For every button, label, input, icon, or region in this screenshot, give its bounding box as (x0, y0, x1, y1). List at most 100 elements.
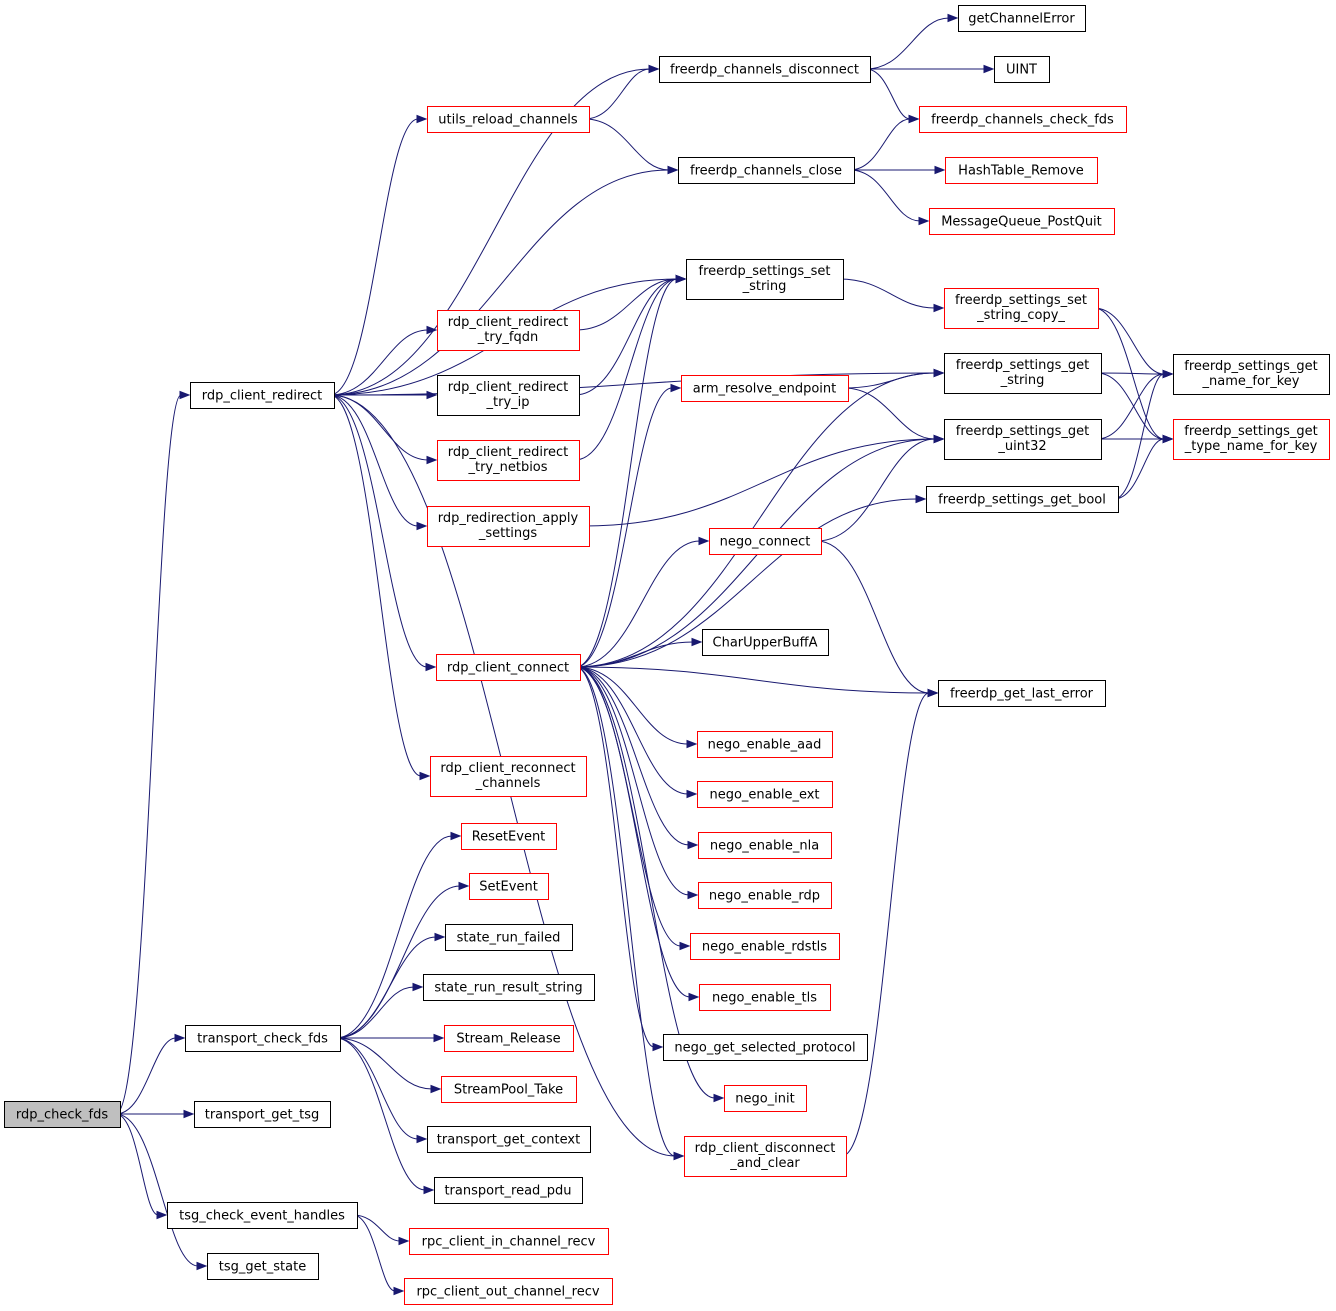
node-label: nego_enable_nla (710, 839, 819, 854)
node-label: nego_enable_rdstls (702, 940, 827, 955)
node-nego-enable-tls[interactable]: nego_enable_tls (699, 984, 831, 1011)
node-freerdp-settings-get-name-for-key[interactable]: freerdp_settings_get_name_for_key (1173, 354, 1330, 395)
node-rdp-redirection-apply-settings[interactable]: rdp_redirection_apply_settings (427, 506, 590, 547)
node-rdp-client-connect[interactable]: rdp_client_connect (436, 654, 581, 681)
node-state-run-failed[interactable]: state_run_failed (445, 924, 573, 951)
node-rdp-client-redirect[interactable]: rdp_client_redirect (190, 382, 335, 409)
node-label: getChannelError (968, 12, 1075, 27)
node-label: nego_init (735, 1092, 795, 1107)
node-freerdp-channels-close[interactable]: freerdp_channels_close (678, 157, 855, 184)
node-tsg-get-state[interactable]: tsg_get_state (207, 1253, 319, 1280)
node-nego-connect[interactable]: nego_connect (709, 528, 822, 555)
node-freerdp-settings-get-string[interactable]: freerdp_settings_get_string (944, 353, 1102, 394)
node-freerdp-channels-disconnect[interactable]: freerdp_channels_disconnect (659, 56, 871, 83)
call-edge-rdp-client-redirect-to-rdp-client-redirect-try-ip (329, 390, 438, 400)
call-edge-rdp-client-connect-to-nego-enable-nla (575, 666, 699, 850)
call-edge-rdp-client-connect-to-nego-enable-tls (575, 666, 700, 1002)
node-rpc-client-in-channel-recv[interactable]: rpc_client_in_channel_recv (409, 1228, 609, 1255)
call-edge-rdp-client-connect-to-freerdp-settings-get-bool (575, 494, 927, 668)
node-transport-get-tsg[interactable]: transport_get_tsg (194, 1101, 331, 1128)
call-edge-transport-check-fds-to-set-event (335, 881, 470, 1039)
call-edge-rdp-client-connect-to-nego-enable-rdp (575, 666, 699, 900)
node-nego-enable-nla[interactable]: nego_enable_nla (698, 832, 832, 859)
node-rdp-client-redirect-try-fqdn[interactable]: rdp_client_redirect_try_fqdn (437, 310, 580, 351)
node-rdp-client-disconnect-and-clear[interactable]: rdp_client_disconnect_and_clear (684, 1136, 847, 1177)
node-label: nego_enable_rdp (709, 889, 820, 904)
node-freerdp-channels-check-fds[interactable]: freerdp_channels_check_fds (919, 106, 1127, 133)
node-uint[interactable]: UINT (994, 56, 1050, 83)
node-transport-check-fds[interactable]: transport_check_fds (185, 1025, 341, 1052)
call-edge-rdp-client-redirect-to-rdp-client-redirect-try-fqdn (329, 325, 438, 396)
node-freerdp-settings-set-string-copy[interactable]: freerdp_settings_set_string_copy_ (944, 288, 1099, 329)
node-transport-read-pdu[interactable]: transport_read_pdu (434, 1177, 583, 1204)
node-nego-enable-rdstls[interactable]: nego_enable_rdstls (690, 933, 840, 960)
node-label: freerdp_get_last_error (950, 687, 1094, 702)
node-rdp-check-fds[interactable]: rdp_check_fds (4, 1101, 121, 1128)
call-edge-rdp-client-redirect-to-rdp-client-connect (329, 394, 437, 672)
call-edge-rdp-client-connect-to-nego-enable-aad (575, 666, 698, 749)
node-label-line-2: _uint32 (997, 439, 1046, 454)
node-freerdp-settings-get-uint32[interactable]: freerdp_settings_get_uint32 (944, 419, 1102, 460)
call-edge-rdp-client-connect-to-nego-enable-ext (575, 666, 698, 799)
node-rdp-client-redirect-try-netbios[interactable]: rdp_client_redirect_try_netbios (437, 440, 580, 481)
node-arm-resolve-endpoint[interactable]: arm_resolve_endpoint (681, 375, 849, 402)
node-label: CharUpperBuffA (713, 636, 818, 651)
node-label-line-1: rdp_client_disconnect (695, 1141, 836, 1156)
node-nego-enable-ext[interactable]: nego_enable_ext (697, 781, 833, 808)
node-label-line-1: freerdp_settings_get (1184, 359, 1317, 374)
node-nego-enable-rdp[interactable]: nego_enable_rdp (698, 882, 832, 909)
call-edge-utils-reload-channels-to-freerdp-channels-disconnect (584, 64, 660, 120)
call-edge-arm-resolve-endpoint-to-freerdp-settings-get-string (843, 368, 945, 389)
node-label-line-1: rdp_client_reconnect (440, 761, 575, 776)
node-state-run-result-string[interactable]: state_run_result_string (423, 974, 595, 1001)
node-label: tsg_get_state (219, 1260, 306, 1275)
node-tsg-check-event-handles[interactable]: tsg_check_event_handles (167, 1202, 358, 1229)
call-edge-utils-reload-channels-to-freerdp-channels-close (584, 118, 679, 175)
node-label: SetEvent (479, 880, 538, 895)
node-freerdp-settings-set-string[interactable]: freerdp_settings_set_string (686, 259, 844, 300)
node-label-line-1: rdp_client_redirect (448, 315, 569, 330)
node-rdp-client-reconnect-channels[interactable]: rdp_client_reconnect_channels (430, 756, 587, 797)
call-edge-transport-check-fds-to-stream-release (336, 1033, 445, 1043)
node-label: StreamPool_Take (454, 1083, 563, 1098)
node-hash-table-remove[interactable]: HashTable_Remove (945, 157, 1098, 184)
node-stream-pool-take[interactable]: StreamPool_Take (441, 1076, 577, 1103)
node-transport-get-context[interactable]: transport_get_context (427, 1126, 591, 1153)
node-utils-reload-channels[interactable]: utils_reload_channels (427, 106, 590, 133)
node-nego-enable-aad[interactable]: nego_enable_aad (697, 731, 833, 758)
node-get-channel-error[interactable]: getChannelError (958, 5, 1086, 32)
node-stream-release[interactable]: Stream_Release (444, 1025, 574, 1052)
call-edge-freerdp-settings-set-string-copy-to-freerdp-settings-get-name-for-key (1093, 307, 1174, 379)
node-char-upper-buff-a[interactable]: CharUpperBuffA (702, 629, 829, 656)
call-edge-arm-resolve-endpoint-to-freerdp-settings-get-uint32 (843, 387, 945, 444)
call-edge-freerdp-channels-disconnect-to-uint (866, 64, 995, 74)
call-edge-rdp-client-redirect-to-freerdp-settings-get-string (329, 368, 945, 396)
call-edge-rdp-check-fds-to-tsg-check-event-handles (115, 1113, 168, 1220)
call-edge-rdp-client-connect-to-nego-init (575, 666, 725, 1103)
node-reset-event[interactable]: ResetEvent (461, 823, 557, 850)
node-freerdp-settings-get-bool[interactable]: freerdp_settings_get_bool (926, 486, 1119, 513)
node-label: tsg_check_event_handles (179, 1209, 345, 1224)
node-label-line-2: _try_ip (486, 395, 530, 410)
call-edge-transport-check-fds-to-reset-event (335, 831, 462, 1039)
node-label: nego_get_selected_protocol (674, 1041, 855, 1056)
node-set-event[interactable]: SetEvent (469, 873, 549, 900)
node-label-line-2: _string (1000, 373, 1045, 388)
call-edge-rdp-client-redirect-try-fqdn-to-freerdp-settings-set-string (574, 274, 687, 331)
node-message-queue-post-quit[interactable]: MessageQueue_PostQuit (929, 208, 1115, 235)
node-label: rdp_client_connect (447, 661, 569, 676)
node-freerdp-get-last-error[interactable]: freerdp_get_last_error (938, 680, 1106, 707)
node-label-line-2: _string_copy_ (976, 308, 1065, 323)
node-nego-init[interactable]: nego_init (724, 1085, 807, 1112)
node-label: nego_connect (720, 535, 811, 550)
call-edge-tsg-check-event-handles-to-rpc-client-in-channel-recv (352, 1214, 410, 1246)
node-nego-get-selected-protocol[interactable]: nego_get_selected_protocol (663, 1034, 868, 1061)
node-label: nego_enable_aad (708, 738, 822, 753)
node-freerdp-settings-get-type-name-for-key[interactable]: freerdp_settings_get_type_name_for_key (1173, 419, 1330, 460)
call-edge-freerdp-channels-disconnect-to-freerdp-channels-check-fds (865, 68, 920, 124)
call-edge-rdp-client-connect-to-arm-resolve-endpoint (575, 383, 682, 668)
node-rdp-client-redirect-try-ip[interactable]: rdp_client_redirect_try_ip (437, 375, 580, 416)
node-label: freerdp_channels_close (690, 164, 842, 179)
node-rpc-client-out-channel-recv[interactable]: rpc_client_out_channel_recv (404, 1278, 613, 1305)
call-edge-freerdp-settings-get-bool-to-freerdp-settings-get-type-name-for-key (1113, 434, 1174, 500)
